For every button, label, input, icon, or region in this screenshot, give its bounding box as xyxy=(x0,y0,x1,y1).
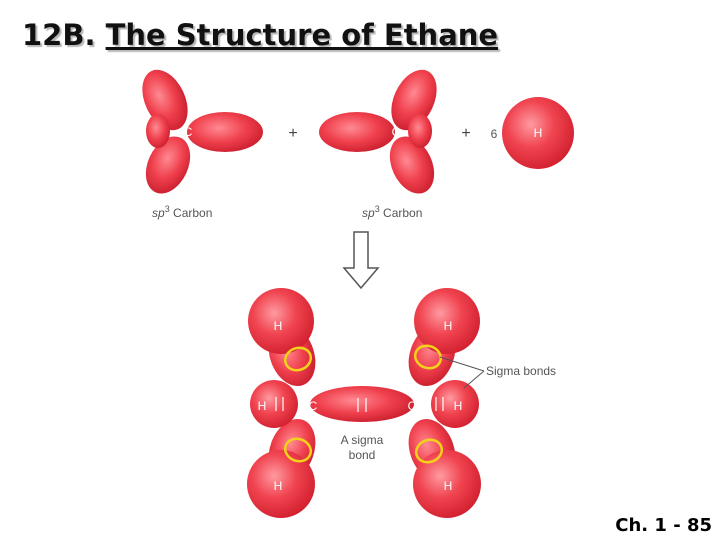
electron-spin-arrows xyxy=(275,397,444,412)
hydrogen-atom xyxy=(413,450,481,518)
carbon-label-right: C xyxy=(392,125,401,139)
sp3-carbon-caption-right: sp3 Carbon xyxy=(362,204,422,220)
carbon-carbon-sigma-bond xyxy=(310,386,414,422)
hydrogen-count: 6 xyxy=(491,127,498,141)
plus-sign-1: + xyxy=(288,125,297,142)
carbon-label-left: C xyxy=(184,125,193,139)
sigma-bonds-label: Sigma bonds xyxy=(486,364,556,378)
ethane-molecule: H H H H H H C C xyxy=(247,288,485,518)
hydrogen-atom xyxy=(247,450,315,518)
hydrogen-label-top: H xyxy=(534,126,543,140)
hydrogen-label: H xyxy=(258,399,267,413)
title-subject: The Structure of Ethane xyxy=(105,18,499,52)
reaction-arrow-icon xyxy=(342,231,380,290)
a-sigma-bond-label-line1: A sigma xyxy=(341,433,384,447)
sp3-carbon-right: C sp3 Carbon xyxy=(319,69,437,220)
hydrogen-label: H xyxy=(444,479,453,493)
hydrogen-label: H xyxy=(454,399,463,413)
hydrogen-label: H xyxy=(274,319,283,333)
carbon-label: C xyxy=(408,399,417,413)
hydrogen-atom xyxy=(431,380,479,428)
hydrogen-atom xyxy=(414,288,480,354)
sp3-carbon-caption-left: sp3 Carbon xyxy=(152,204,212,220)
carbon-label: C xyxy=(309,399,318,413)
plus-sign-2: + xyxy=(461,125,470,142)
a-sigma-bond-label-line2: bond xyxy=(349,448,376,462)
hydrogen-atom xyxy=(248,288,314,354)
hydrogen-orbital: H xyxy=(502,97,574,169)
title-prefix: 12B. xyxy=(22,18,96,52)
hydrogen-atom xyxy=(250,380,298,428)
sigma-bonds-pointer-lines xyxy=(439,356,485,389)
sp3-carbon-left: C sp3 Carbon xyxy=(142,69,263,220)
slide-number: Ch. 1 - 85 xyxy=(615,515,712,536)
hydrogen-label: H xyxy=(444,319,453,333)
hydrogen-label: H xyxy=(274,479,283,493)
sigma-bond-highlights xyxy=(283,344,444,464)
slide-title: 12B. The Structure of Ethane xyxy=(22,18,498,52)
